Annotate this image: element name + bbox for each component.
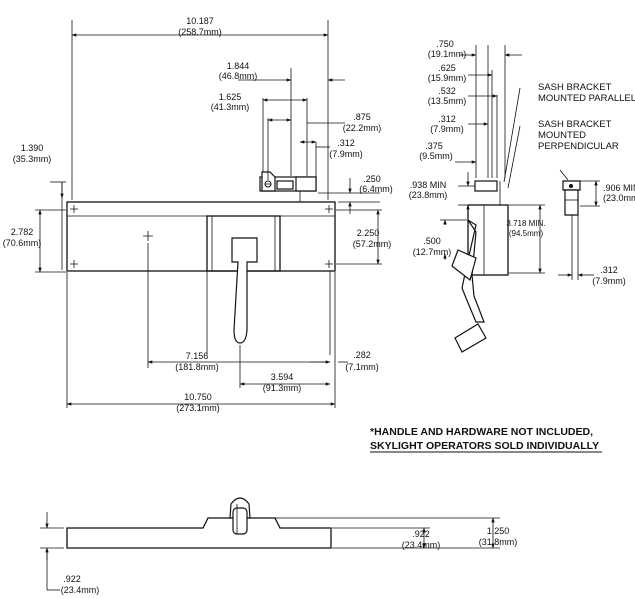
dim-3594: 3.594 [271,372,294,382]
bottom-view: .922 (23.4mm) .922 (23.4mm) 1.250 (31.8m… [40,497,518,595]
dim-875: .875 [353,112,371,122]
dim-250: .250 [363,174,381,184]
crank-hub [232,507,248,535]
dim-922-a-mm: (23.4mm) [61,585,100,595]
dim-3718-mm: (94.5mm) [509,229,544,238]
dim-10187-mm: (258.7mm) [178,27,222,37]
dim-375-mm: (9.5mm) [419,151,453,161]
label-parallel-1: SASH BRACKET [538,82,612,93]
side-view: .750 (19.1mm) .625 (15.9mm) .532 (13.5mm… [409,39,635,353]
dim-1250: 1.250 [487,526,510,536]
dim-922-a: .922 [63,574,81,584]
dim-906: .906 MIN [603,183,635,193]
dim-1625-mm: (41.3mm) [211,102,250,112]
dim-282: .282 [353,350,371,360]
label-perp-1: SASH BRACKET [538,119,612,130]
dim-312-side-mm: (7.9mm) [430,124,464,134]
dim-938-mm: (23.8mm) [409,190,448,200]
label-perp-3: PERPENDICULAR [538,141,619,152]
arm-shoe [454,323,487,353]
note-line-1: *HANDLE AND HARDWARE NOT INCLUDED, [370,426,593,438]
dim-10750-mm: (273.1mm) [176,403,220,413]
dim-2782-mm: (70.6mm) [3,238,42,248]
dim-2782: 2.782 [11,227,34,237]
dim-3718: 3.718 MIN. [506,219,545,228]
dim-1844: 1.844 [227,61,250,71]
crank-handle [231,237,258,344]
dim-312: .312 [337,138,355,148]
dim-875-mm: (22.2mm) [343,123,382,133]
dim-500-mm: (12.7mm) [413,247,452,257]
dim-532: .532 [438,86,456,96]
dim-2250-mm: (57.2mm) [353,239,392,249]
dim-750: .750 [436,39,454,49]
label-parallel-2: MOUNTED PARALLEL [538,93,635,104]
dim-922-b-mm: (23.4mm) [402,540,441,550]
label-perp-2: MOUNTED [538,130,586,141]
dim-250-mm: (6.4mm) [359,184,393,194]
screw-holes [70,205,333,268]
note-line-2: SKYLIGHT OPERATORS SOLD INDIVIDUALLY [370,440,599,452]
dim-1250-mm: (31.8mm) [479,537,518,547]
dim-312-b-mm: (7.9mm) [592,276,626,286]
note-block: *HANDLE AND HARDWARE NOT INCLUDED, SKYLI… [370,426,602,453]
plate-profile [66,517,332,549]
dim-7156: 7.156 [186,351,209,361]
dim-3594-mm: (91.3mm) [263,383,302,393]
dim-375: .375 [425,141,443,151]
dim-10187: 10.187 [186,16,214,26]
dim-10750: 10.750 [184,392,212,402]
dim-312-mm: (7.9mm) [329,149,363,159]
sash-bracket [259,171,317,202]
dim-7156-mm: (181.8mm) [175,362,219,372]
dim-532-mm: (13.5mm) [428,96,467,106]
dim-2250: 2.250 [357,228,380,238]
perpendicular-bracket [562,180,581,216]
dim-1390: 1.390 [21,143,44,153]
dim-312-b: .312 [600,265,618,275]
dim-906-mm: (23.0mm) [603,193,635,203]
dim-282-mm: (7.1mm) [345,362,379,372]
operator-body [467,204,509,276]
dim-1390-mm: (35.3mm) [13,154,52,164]
dim-500: .500 [423,236,441,246]
dim-312-side: .312 [438,114,456,124]
dim-1625: 1.625 [219,92,242,102]
dim-938: .938 MIN [410,180,447,190]
mounting-plate [66,201,336,272]
dim-922-b: .922 [412,529,430,539]
dim-750-mm: (19.1mm) [428,49,467,59]
front-view: 10.187 (258.7mm) 1.844 (46.8mm) 1.625 (4… [3,16,393,413]
dim-1844-mm: (46.8mm) [219,71,258,81]
dim-625: .625 [438,63,456,73]
dim-625-mm: (15.9mm) [428,73,467,83]
